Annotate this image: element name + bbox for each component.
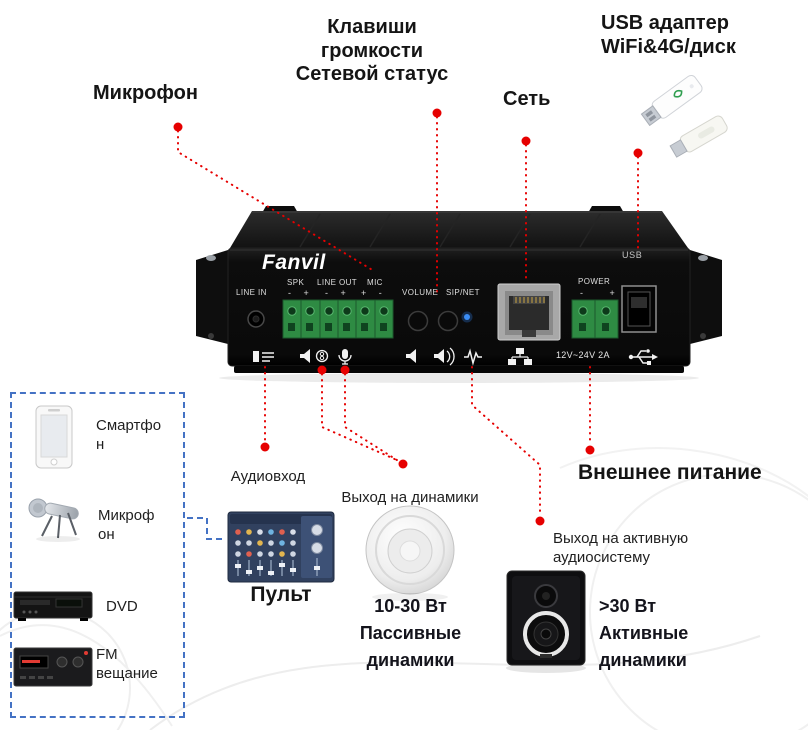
active-out-dot xyxy=(535,516,545,526)
ethernet-port xyxy=(497,283,561,341)
source-dvd-label: DVD xyxy=(106,598,138,615)
lan-icon xyxy=(508,348,532,365)
speaker-icon-small xyxy=(300,349,310,363)
usb-trident-icon xyxy=(628,349,658,365)
mounting-ear-right xyxy=(690,250,722,344)
panel-line-out-polarity: - + xyxy=(325,288,351,298)
ext-power-label: Внешнее питание xyxy=(578,461,762,484)
mixer-image xyxy=(227,511,335,583)
panel-usb-label: USB xyxy=(622,250,643,260)
spk-plus-connector-line xyxy=(344,373,401,463)
speaker-waves-icon xyxy=(434,347,455,366)
speaker-icon-medium xyxy=(406,349,416,363)
callout-connector-dots xyxy=(173,108,643,526)
spk-plus-dot xyxy=(340,365,350,375)
network-callout-label: Сеть xyxy=(503,88,551,110)
usb-adapter-callout-label: USB адаптер WiFi&4G/диск xyxy=(601,12,736,58)
net-status-label: Сетевой статус xyxy=(295,63,449,86)
sip-net-button xyxy=(437,310,459,332)
passive-speakers-label: 10-30 Вт Пассивные динамики xyxy=(359,596,462,670)
volume-button xyxy=(407,310,429,332)
spk-8ohm-icon xyxy=(315,349,329,363)
mic-icon xyxy=(338,349,352,365)
panel-sip-net-label: SIP/NET xyxy=(446,288,480,297)
network-dot xyxy=(521,136,531,146)
smartphone-image xyxy=(35,405,73,469)
panel-power-label: POWER xyxy=(578,277,611,286)
fm-receiver-image xyxy=(13,647,93,687)
volume-status-callout: Клавиши громкости Сетевой статус xyxy=(287,16,457,87)
panel-power-polarity: - + xyxy=(580,288,627,298)
audio-sources-box xyxy=(10,392,185,718)
status-led xyxy=(461,311,473,323)
audio-in-dot xyxy=(260,442,270,452)
device-lid xyxy=(230,211,688,248)
dvd-player-image xyxy=(13,591,93,621)
source-microphone-label: Микрофон xyxy=(98,507,155,543)
usb-dot xyxy=(633,148,643,158)
mounting-ear-left xyxy=(196,250,228,344)
microphone-image xyxy=(28,498,80,542)
source-to-mixer-line xyxy=(187,517,226,540)
source-smartphone-label: Смартфон xyxy=(96,417,162,453)
speaker-out-dot xyxy=(398,459,408,469)
panel-spk-label: SPK xyxy=(287,278,305,287)
panel-mic-label: MIC xyxy=(367,278,383,287)
spk-minus-connector-line xyxy=(321,373,400,462)
panel-mic-polarity: + - xyxy=(361,288,387,298)
panel-volume-label: VOLUME xyxy=(402,288,439,297)
active-out-label: Выход на активную аудиосистему xyxy=(553,530,689,566)
panel-line-in-label: LINE IN xyxy=(236,288,267,297)
ceiling-speaker-image xyxy=(365,505,455,601)
panel-line-out-label: LINE OUT xyxy=(317,278,358,287)
speaker-out-label: Выход на динамики xyxy=(341,489,479,506)
active-speaker-image xyxy=(506,570,586,673)
mic-connector-line xyxy=(177,130,375,272)
usb-dongles-image xyxy=(640,74,728,158)
mixer-label: Пульт xyxy=(250,583,312,606)
spk-minus-dot xyxy=(317,365,327,375)
volume-status-dot xyxy=(432,108,442,118)
volume-keys-label: Клавиши громкости xyxy=(320,16,424,62)
line-in-jack xyxy=(247,310,265,328)
active-out-connector-line xyxy=(471,366,541,515)
active-speakers-label: >30 Вт Активные динамики xyxy=(599,596,689,670)
terminal-block-power xyxy=(571,299,619,339)
callout-connector-lines xyxy=(177,116,639,515)
mic-callout-label: Микрофон xyxy=(93,82,198,104)
power-dot xyxy=(585,445,595,455)
panel-bottom-icons xyxy=(253,347,658,366)
audio-in-label: Аудиовход xyxy=(230,468,306,485)
panel-power-rating-label: 12V~24V 2A xyxy=(556,350,610,360)
usb-port xyxy=(621,285,657,333)
waveform-icon xyxy=(464,348,482,366)
line-in-icon xyxy=(253,351,274,362)
terminal-block-audio xyxy=(282,299,394,339)
mic-dot xyxy=(173,122,183,132)
brand-logo: Fanvil xyxy=(262,251,326,274)
panel-spk-polarity: - + xyxy=(288,288,314,298)
source-fm-label: FM вещание xyxy=(96,646,158,682)
